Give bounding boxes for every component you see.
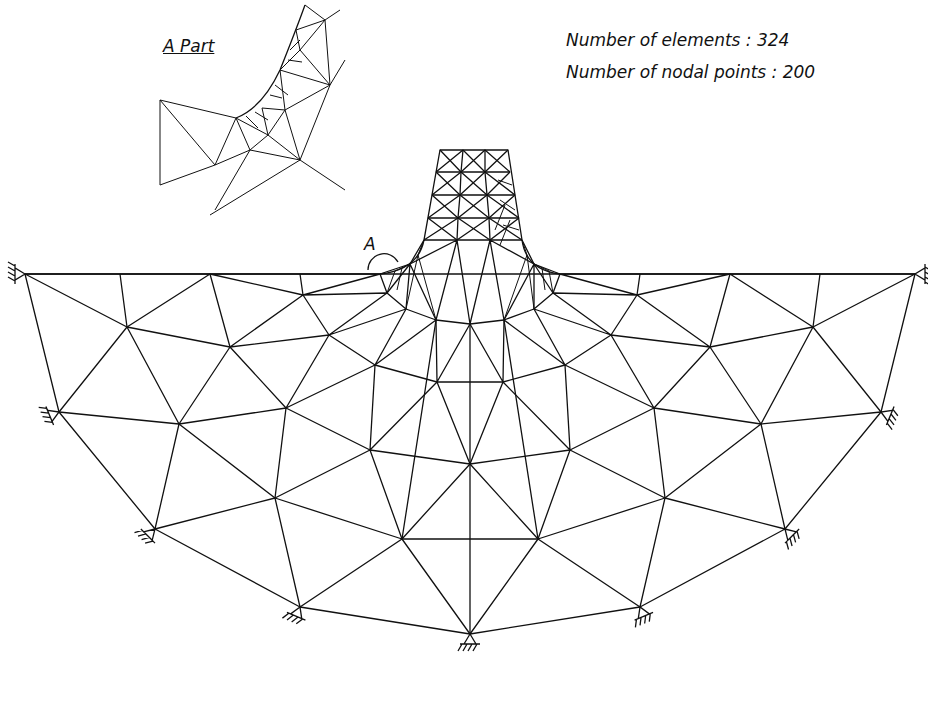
element-count-note: Number of elements : 324 (566, 30, 789, 50)
detail-circle (368, 254, 398, 270)
inset-mesh (160, 5, 345, 215)
inset-title: A Part (163, 36, 214, 56)
mesh-boundary (25, 274, 915, 634)
mesh-edges (402, 320, 538, 634)
tower-outline (380, 150, 560, 274)
detail-callout: A (364, 234, 376, 254)
node-count-note: Number of nodal points : 200 (566, 62, 815, 82)
mesh-edges (25, 274, 915, 634)
mesh-edges (457, 150, 490, 240)
mesh-edges (380, 240, 560, 324)
mesh-edges (387, 180, 553, 320)
support-symbols (8, 262, 928, 651)
inset-outline (236, 5, 305, 118)
